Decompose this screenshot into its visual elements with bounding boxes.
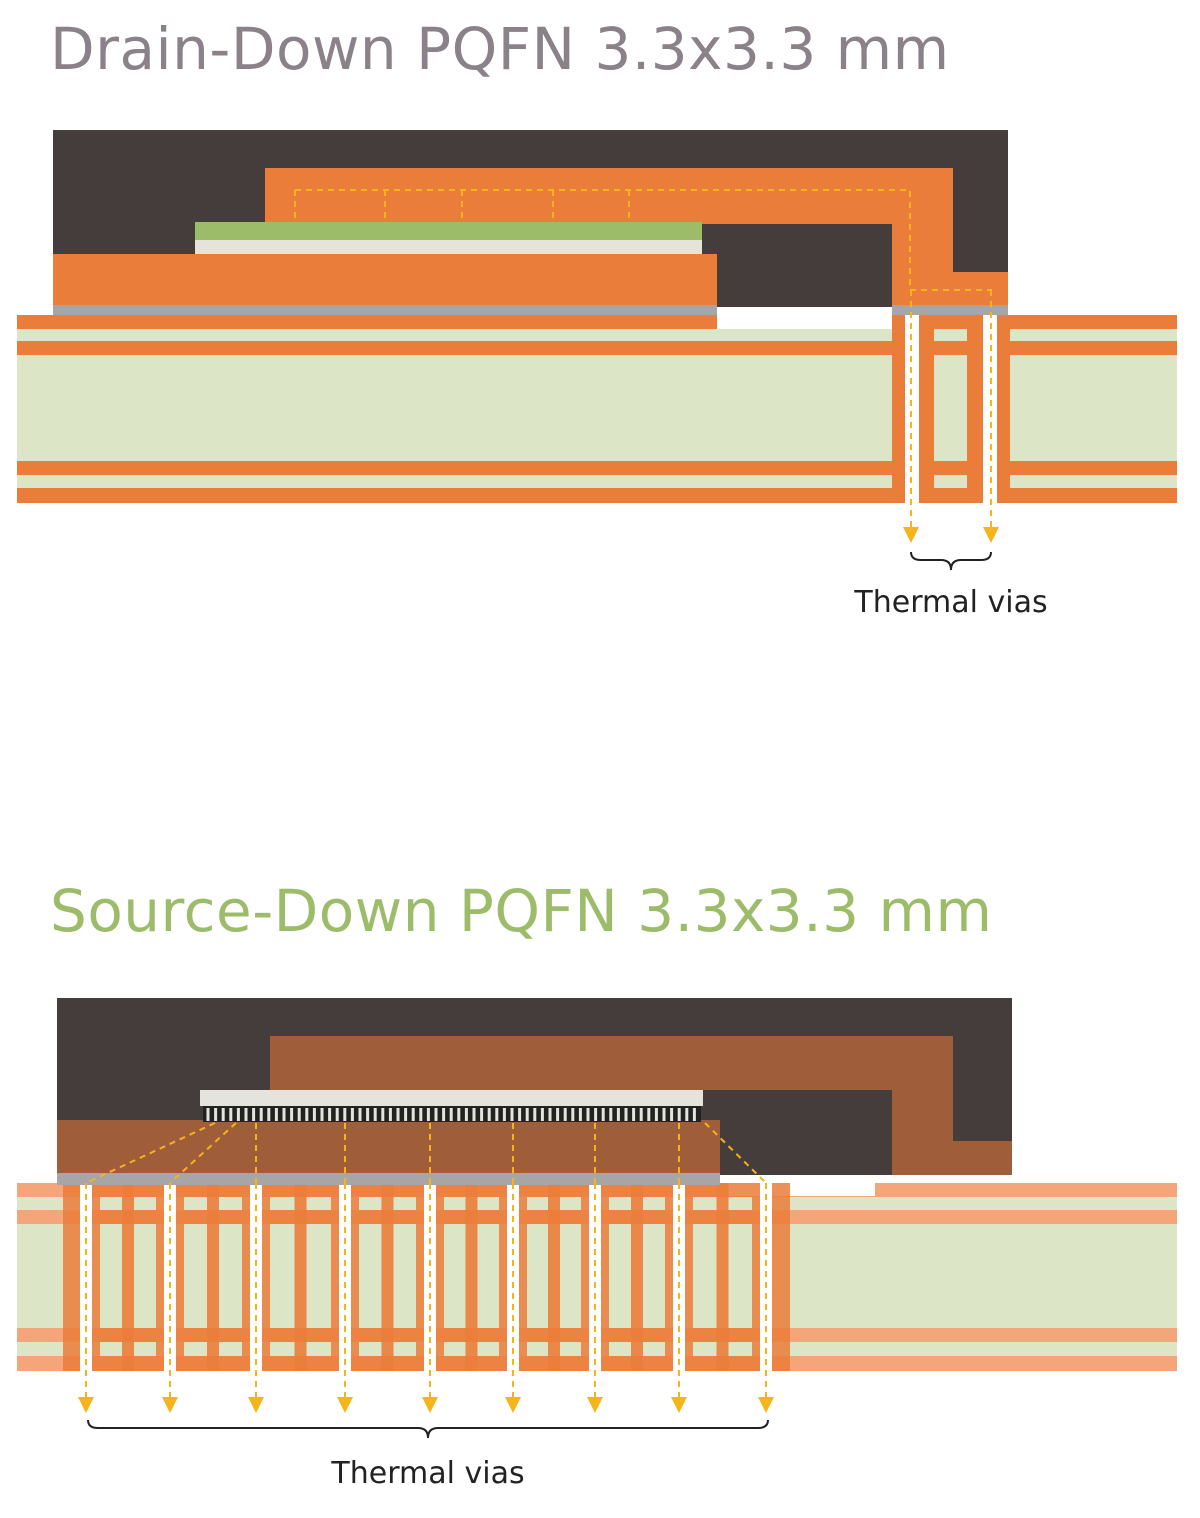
via-brace xyxy=(910,551,992,571)
heat-path xyxy=(78,1122,774,1413)
leadframe-pad xyxy=(53,254,717,307)
source-pad xyxy=(57,1120,720,1175)
solder-layer xyxy=(53,305,717,315)
heat-path xyxy=(294,189,999,543)
die-base-layer xyxy=(195,240,702,254)
drain-clip xyxy=(270,1036,1012,1175)
source-down-cross-section: Thermal vias xyxy=(17,998,1177,1491)
via-brace xyxy=(87,1419,769,1439)
thermal-via-array xyxy=(63,1183,790,1371)
package-body xyxy=(53,130,1008,315)
solder-layer xyxy=(892,305,1008,315)
source-down-title: Source-Down PQFN 3.3x3.3 mm xyxy=(50,877,993,945)
package-body xyxy=(57,998,1012,1185)
via-hole xyxy=(905,315,919,503)
thermal-vias-label: Thermal vias xyxy=(853,585,1047,620)
solder-layer xyxy=(57,1173,720,1185)
drain-down-cross-section: Thermal vias xyxy=(17,130,1177,620)
drain-clip xyxy=(265,168,1008,307)
via-hole xyxy=(983,315,997,503)
thermal-via-block xyxy=(892,315,1010,503)
thermal-vias-label: Thermal vias xyxy=(330,1456,524,1491)
die-top-layer xyxy=(195,222,702,242)
die-top-layer xyxy=(200,1090,703,1106)
drain-down-title: Drain-Down PQFN 3.3x3.3 mm xyxy=(50,15,950,83)
